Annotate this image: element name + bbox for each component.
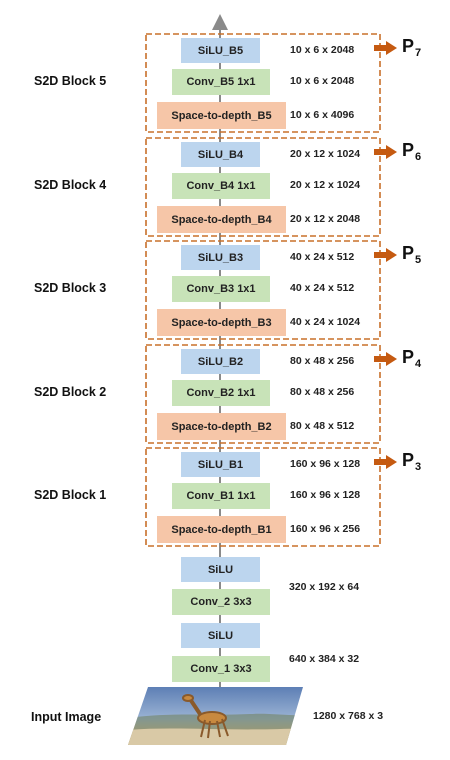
giraffe-figure [182, 694, 229, 739]
layer-dims: 40 x 24 x 512 [290, 251, 355, 263]
block-outline [145, 137, 381, 237]
block-outline [145, 240, 381, 340]
output-letter: P [402, 450, 415, 470]
output-letter: P [402, 243, 415, 263]
output-letter: P [402, 347, 415, 367]
stem-silu-1: SiLU [181, 623, 260, 648]
silu-layer: SiLU_B4 [181, 142, 260, 167]
output-arrow [374, 45, 388, 51]
output-subscript: 7 [415, 47, 422, 59]
output-label: P7 [402, 36, 421, 59]
space-to-depth-layer: Space-to-depth_B3 [157, 309, 286, 336]
layer-dims: 20 x 12 x 1024 [290, 148, 361, 160]
layer-dims: 10 x 6 x 4096 [290, 109, 355, 121]
layer-dims: 10 x 6 x 2048 [290, 75, 355, 87]
input-image-label: Input Image [31, 710, 102, 724]
output-subscript: 5 [415, 254, 422, 266]
output-label: P5 [402, 243, 421, 266]
layer-dims: 160 x 96 x 128 [290, 489, 361, 501]
block-outline [145, 447, 381, 547]
output-subscript: 3 [415, 461, 422, 473]
block-label: S2D Block 5 [34, 74, 107, 88]
output-letter: P [402, 140, 415, 160]
silu-layer: SiLU_B5 [181, 38, 260, 63]
block-outline [145, 344, 381, 444]
space-to-depth-layer: Space-to-depth_B5 [157, 102, 286, 129]
conv-layer: Conv_B4 1x1 [172, 173, 270, 199]
layer-dims: 20 x 12 x 2048 [290, 213, 361, 225]
stem-conv-1: Conv_1 3x3 [172, 656, 270, 682]
block-label: S2D Block 3 [34, 281, 107, 295]
layer-dims: 160 x 96 x 128 [290, 458, 361, 470]
layer-dims: 20 x 12 x 1024 [290, 179, 361, 191]
layer-dims: 40 x 24 x 512 [290, 282, 355, 294]
silu-layer: SiLU_B1 [181, 452, 260, 477]
block-label: S2D Block 2 [34, 385, 107, 399]
output-arrow-head [386, 352, 397, 366]
output-arrow [374, 356, 388, 362]
layer-dims: 40 x 24 x 1024 [290, 316, 361, 328]
layer-dims: 160 x 96 x 256 [290, 523, 361, 535]
output-arrow-head [386, 248, 397, 262]
input-image [128, 687, 303, 745]
stem-conv-2: Conv_2 3x3 [172, 589, 270, 615]
output-subscript: 4 [415, 358, 422, 370]
layer-dims: 80 x 48 x 256 [290, 355, 355, 367]
output-label: P3 [402, 450, 421, 473]
space-to-depth-layer: Space-to-depth_B4 [157, 206, 286, 233]
output-subscript: 6 [415, 151, 422, 163]
output-label: P6 [402, 140, 421, 163]
output-label: P4 [402, 347, 421, 370]
stem-dims-2: 320 x 192 x 64 [289, 581, 360, 593]
output-arrow-head [386, 145, 397, 159]
space-to-depth-layer: Space-to-depth_B1 [157, 516, 286, 543]
layer-dims: 10 x 6 x 2048 [290, 44, 355, 56]
output-arrow [374, 149, 388, 155]
layer-dims: 80 x 48 x 256 [290, 386, 355, 398]
output-arrow-head [386, 41, 397, 55]
output-arrow-head [386, 455, 397, 469]
block-label: S2D Block 1 [34, 488, 107, 502]
silu-layer: SiLU_B2 [181, 349, 260, 374]
output-arrow [374, 459, 388, 465]
output-arrow [374, 252, 388, 258]
output-letter: P [402, 36, 415, 56]
conv-layer: Conv_B2 1x1 [172, 380, 270, 406]
block-label: S2D Block 4 [34, 178, 107, 192]
space-to-depth-layer: Space-to-depth_B2 [157, 413, 286, 440]
block-outline [145, 33, 381, 133]
conv-layer: Conv_B5 1x1 [172, 69, 270, 95]
input-image-dims: 1280 x 768 x 3 [313, 710, 384, 722]
stem-silu-2: SiLU [181, 557, 260, 582]
conv-layer: Conv_B3 1x1 [172, 276, 270, 302]
silu-layer: SiLU_B3 [181, 245, 260, 270]
layer-dims: 80 x 48 x 512 [290, 420, 355, 432]
conv-layer: Conv_B1 1x1 [172, 483, 270, 509]
stem-dims-1: 640 x 384 x 32 [289, 653, 360, 665]
